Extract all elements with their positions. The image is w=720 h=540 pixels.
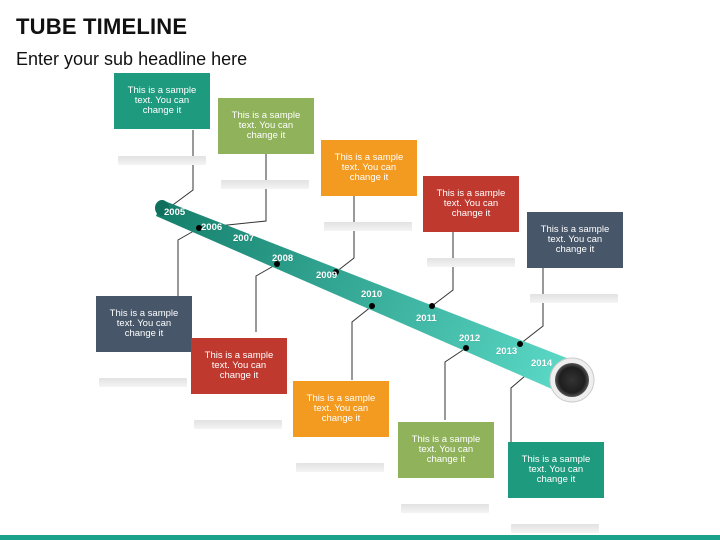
timeline-card-2008[interactable]: This is a sample text. You can change it (191, 338, 287, 394)
year-dots (196, 225, 523, 351)
year-label-2005: 2005 (164, 207, 186, 218)
timeline-card-2012[interactable]: This is a sample text. You can change it (398, 422, 494, 478)
placeholder-bar (530, 294, 618, 303)
year-label-2008: 2008 (272, 253, 294, 264)
year-label-2011: 2011 (416, 313, 437, 324)
placeholder-bar (296, 463, 384, 472)
page-title: TUBE TIMELINE (16, 14, 188, 39)
placeholder-bar (118, 156, 206, 165)
placeholder-bar (324, 222, 412, 231)
placeholder-bar (427, 258, 515, 267)
year-label-2006: 2006 (201, 222, 223, 233)
year-label-2007: 2007 (233, 233, 255, 244)
year-label-2012: 2012 (459, 333, 481, 344)
placeholder-bar (401, 504, 489, 513)
year-label-2010: 2010 (361, 289, 383, 300)
timeline-card-2006[interactable]: This is a sample text. You can change it (96, 296, 192, 352)
placeholder-bar (194, 420, 282, 429)
timeline-card-2005[interactable]: This is a sample text. You can change it (114, 73, 210, 129)
placeholder-bar (99, 378, 187, 387)
timeline-card-2009[interactable]: This is a sample text. You can change it (321, 140, 417, 196)
timeline-card-2014[interactable]: This is a sample text. You can change it (508, 442, 604, 498)
timeline-card-2007[interactable]: This is a sample text. You can change it (218, 98, 314, 154)
year-label-2014: 2014 (531, 358, 553, 369)
timeline-card-2013[interactable]: This is a sample text. You can change it (527, 212, 623, 268)
tube-body (156, 200, 577, 396)
page-subtitle: Enter your sub headline here (16, 49, 248, 69)
year-label-2013: 2013 (496, 346, 518, 357)
year-label-2009: 2009 (316, 270, 338, 281)
tube-end-hole (555, 363, 589, 397)
bottom-accent-stripe (0, 535, 720, 540)
placeholder-bar (511, 524, 599, 533)
timeline-card-2010[interactable]: This is a sample text. You can change it (293, 381, 389, 437)
placeholder-bar (221, 180, 309, 189)
tube-start-cap (155, 200, 169, 216)
timeline-card-2011[interactable]: This is a sample text. You can change it (423, 176, 519, 232)
